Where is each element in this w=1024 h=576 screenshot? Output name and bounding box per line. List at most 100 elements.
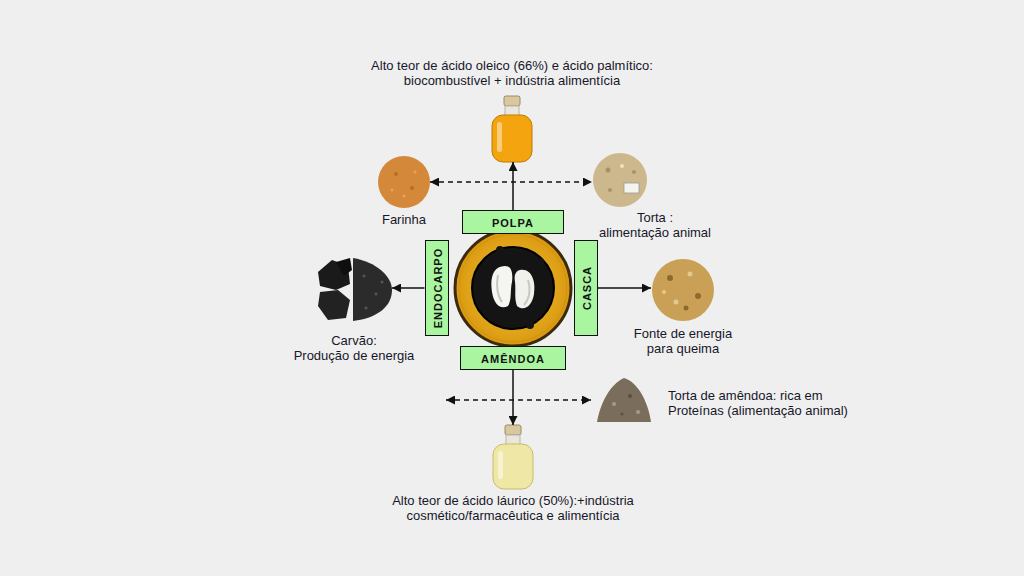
part-label: ENDOCARPO bbox=[432, 248, 445, 329]
texture-dot bbox=[688, 272, 693, 277]
texture-dot bbox=[363, 275, 366, 278]
caption-text: Alto teor de ácido oleico (66%) e ácido … bbox=[362, 58, 662, 88]
arrow-connector bbox=[512, 370, 514, 425]
kernel-cake-sample bbox=[597, 378, 651, 422]
flour-pile bbox=[378, 156, 430, 208]
charcoal-powder bbox=[353, 258, 392, 321]
label-holder: CASCA bbox=[577, 266, 595, 310]
arrow-connector bbox=[392, 287, 425, 289]
endocarp-bump bbox=[536, 258, 544, 266]
oil-bottle-pale bbox=[493, 425, 533, 489]
label-holder: POLPA bbox=[492, 213, 534, 231]
almond-shade bbox=[497, 275, 502, 302]
shell-pile bbox=[652, 259, 714, 321]
caption-text: Carvão: bbox=[284, 333, 424, 348]
pulp-cake-sample bbox=[593, 153, 647, 207]
part-box: CASCA bbox=[574, 240, 598, 336]
charcoal-chunk bbox=[318, 290, 350, 320]
texture-dot bbox=[667, 275, 673, 281]
texture-dot bbox=[674, 300, 679, 305]
caption-text: Fonte de energia para queima bbox=[628, 326, 738, 356]
sample-tag bbox=[624, 183, 639, 193]
fruit-section bbox=[455, 230, 571, 346]
product-item: Torta :alimentação animal bbox=[592, 153, 648, 207]
dashed-double-arrow bbox=[446, 399, 591, 401]
arrow-connector bbox=[512, 162, 514, 210]
cake-pile bbox=[593, 153, 647, 207]
part-box: POLPA bbox=[462, 210, 564, 234]
caption-text: Torta : bbox=[585, 210, 725, 225]
glass-highlight bbox=[498, 451, 503, 479]
caption-text: alimentação animal bbox=[585, 225, 725, 240]
texture-dot bbox=[621, 413, 624, 416]
texture-dot bbox=[365, 307, 368, 310]
caption-text: Torta de amêndoa: rica em Proteínas (ali… bbox=[668, 388, 858, 418]
kernel-cake-pile bbox=[597, 378, 651, 422]
dashed-connector bbox=[430, 181, 592, 183]
endocarp-bump bbox=[496, 246, 504, 254]
texture-dot bbox=[620, 164, 624, 168]
label-holder: AMÊNDOA bbox=[481, 349, 545, 367]
product-item: Fonte de energia para queima bbox=[651, 258, 715, 322]
caption-text: Produção de energia bbox=[284, 348, 424, 363]
product-item: Torta de amêndoa: rica em Proteínas (ali… bbox=[597, 376, 651, 424]
texture-dot bbox=[612, 402, 616, 406]
part-label: POLPA bbox=[492, 217, 534, 230]
texture-dot bbox=[684, 306, 689, 311]
texture-dot bbox=[606, 168, 611, 173]
caption-text: Alto teor de ácido láurico (50%):+indúst… bbox=[383, 493, 643, 523]
half-divider bbox=[352, 258, 353, 321]
caption-block: Alto teor de ácido láurico (50%):+indúst… bbox=[383, 493, 643, 523]
part-box: ENDOCARPO bbox=[425, 240, 449, 336]
almond-lobe bbox=[515, 270, 535, 309]
endocarp-bump bbox=[526, 321, 534, 329]
texture-dot bbox=[632, 170, 636, 174]
oil-bottle-amber bbox=[492, 96, 532, 162]
charcoal-chunk bbox=[336, 258, 352, 276]
product-item: Alto teor de ácido láurico (50%):+indúst… bbox=[490, 425, 536, 489]
arrow-connector bbox=[598, 287, 652, 289]
texture-dot bbox=[608, 188, 612, 192]
texture-dot bbox=[375, 293, 378, 296]
charcoal-sample bbox=[318, 258, 392, 321]
bottle-body bbox=[492, 115, 532, 162]
almond-shade bbox=[524, 280, 530, 305]
texture-dot bbox=[391, 189, 394, 192]
texture-dot bbox=[403, 195, 406, 198]
bottle-body bbox=[493, 444, 533, 489]
endocarp bbox=[472, 247, 554, 329]
glass-highlight bbox=[497, 122, 502, 152]
texture-dot bbox=[662, 290, 666, 294]
endocarp-bump bbox=[478, 301, 486, 309]
part-label: AMÊNDOA bbox=[481, 353, 545, 366]
texture-dot bbox=[410, 186, 414, 190]
part-box: AMÊNDOA bbox=[460, 346, 566, 370]
product-item: Alto teor de ácido oleico (66%) e ácido … bbox=[490, 96, 534, 162]
texture-dot bbox=[394, 172, 398, 176]
texture-dot bbox=[695, 293, 701, 299]
product-item: Carvão:Produção de energia bbox=[316, 257, 392, 321]
pulp-ring bbox=[459, 234, 567, 342]
texture-dot bbox=[381, 281, 384, 284]
label-holder: ENDOCARPO bbox=[428, 248, 446, 329]
connector-group bbox=[392, 162, 651, 425]
caption-block: Carvão:Produção de energia bbox=[284, 333, 424, 363]
flour-sample bbox=[378, 156, 430, 208]
texture-dot bbox=[414, 171, 417, 174]
caption-block: Fonte de energia para queima bbox=[628, 326, 738, 356]
caption-block: Torta :alimentação animal bbox=[585, 210, 725, 240]
caption-text: Farinha bbox=[344, 212, 464, 227]
caption-block: Alto teor de ácido oleico (66%) e ácido … bbox=[362, 58, 662, 88]
almond-lobe bbox=[491, 266, 512, 307]
caption-block: Torta de amêndoa: rica em Proteínas (ali… bbox=[668, 388, 858, 418]
shell-sample bbox=[652, 259, 714, 321]
texture-dot bbox=[628, 394, 632, 398]
bottle-cork bbox=[504, 96, 520, 106]
part-label: CASCA bbox=[581, 266, 594, 310]
bottle-cork bbox=[505, 425, 521, 435]
texture-dot bbox=[636, 410, 640, 414]
product-item: Farinha bbox=[378, 156, 430, 208]
caption-block: Farinha bbox=[344, 212, 464, 227]
